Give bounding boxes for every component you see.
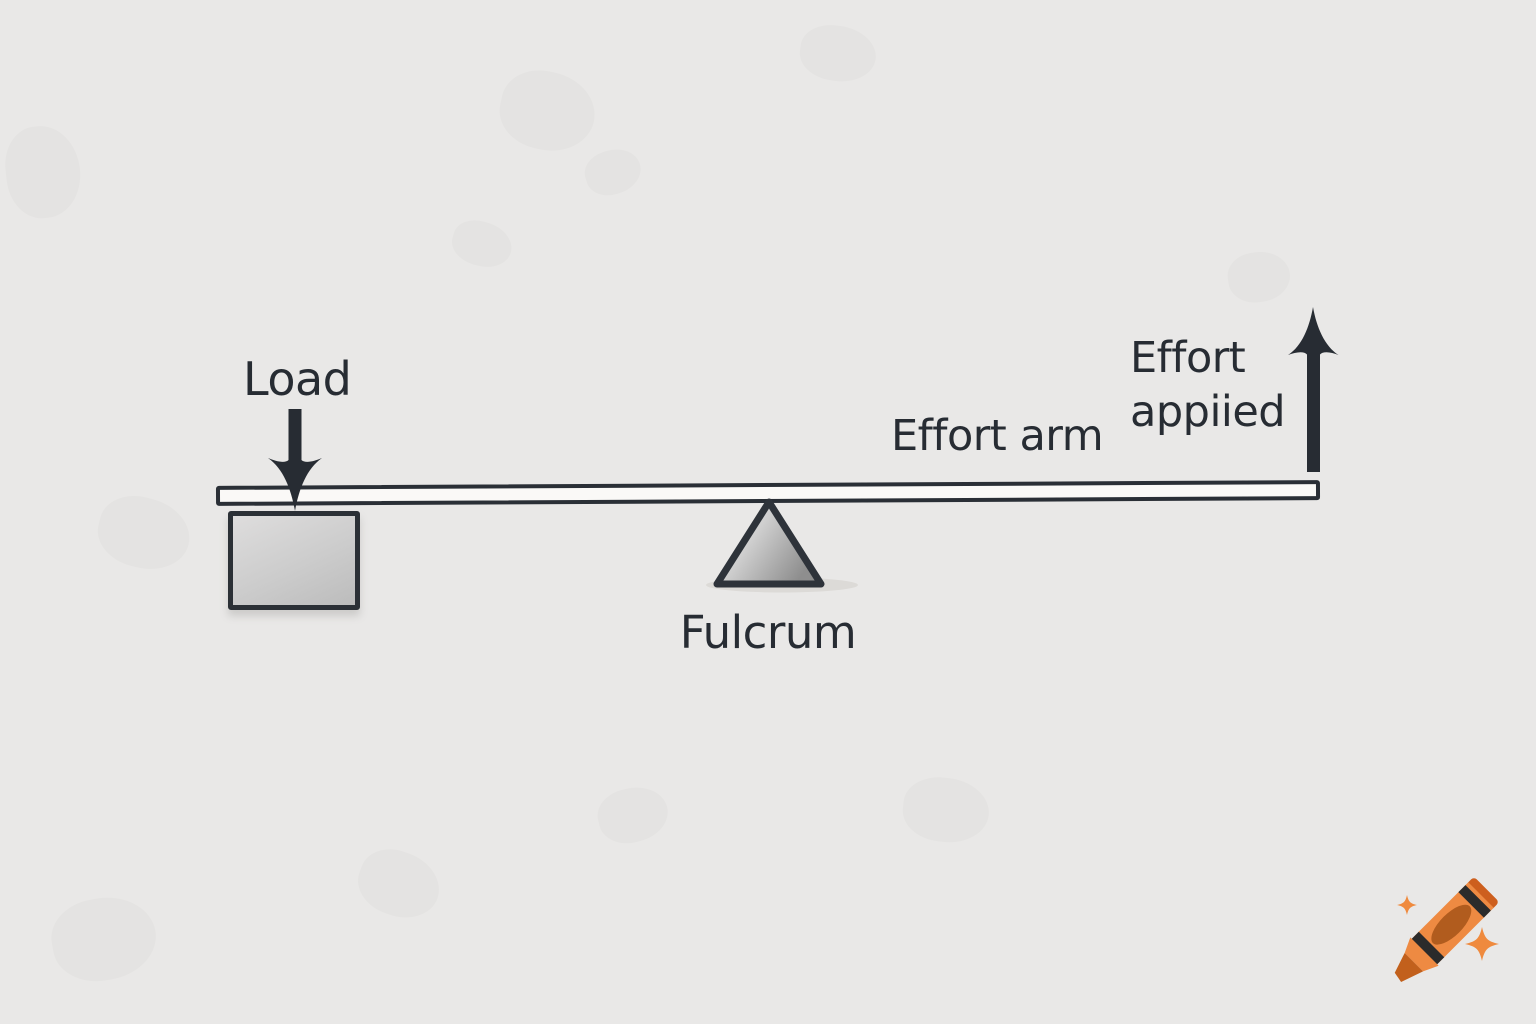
texture-blob: [579, 142, 647, 202]
down-arrow-icon: [268, 409, 322, 511]
texture-blob: [1, 122, 85, 222]
texture-blob: [447, 214, 517, 274]
effort-applied-line2: appiied: [1130, 387, 1286, 437]
effort-applied-line1: Effort: [1130, 333, 1246, 383]
effort-arm-label: Effort arm: [891, 411, 1104, 461]
texture-blob: [1224, 247, 1294, 307]
texture-blob: [899, 773, 993, 847]
up-arrow-icon: [1288, 307, 1339, 472]
load-label: Load: [243, 352, 352, 406]
texture-blob: [492, 62, 603, 160]
load-box: [228, 511, 360, 610]
crayon-icon: [1394, 878, 1499, 982]
sparkle-icon: [1465, 927, 1499, 961]
fulcrum-label: Fulcrum: [679, 606, 857, 659]
texture-blob: [90, 487, 198, 579]
sparkle-icon: [1397, 895, 1417, 915]
texture-blob: [349, 839, 449, 929]
effort-applied-label: Effort appiied: [1130, 331, 1286, 439]
texture-blob: [592, 780, 674, 850]
texture-blob: [796, 20, 880, 87]
texture-blob: [45, 889, 163, 989]
fulcrum-triangle: [706, 498, 858, 593]
